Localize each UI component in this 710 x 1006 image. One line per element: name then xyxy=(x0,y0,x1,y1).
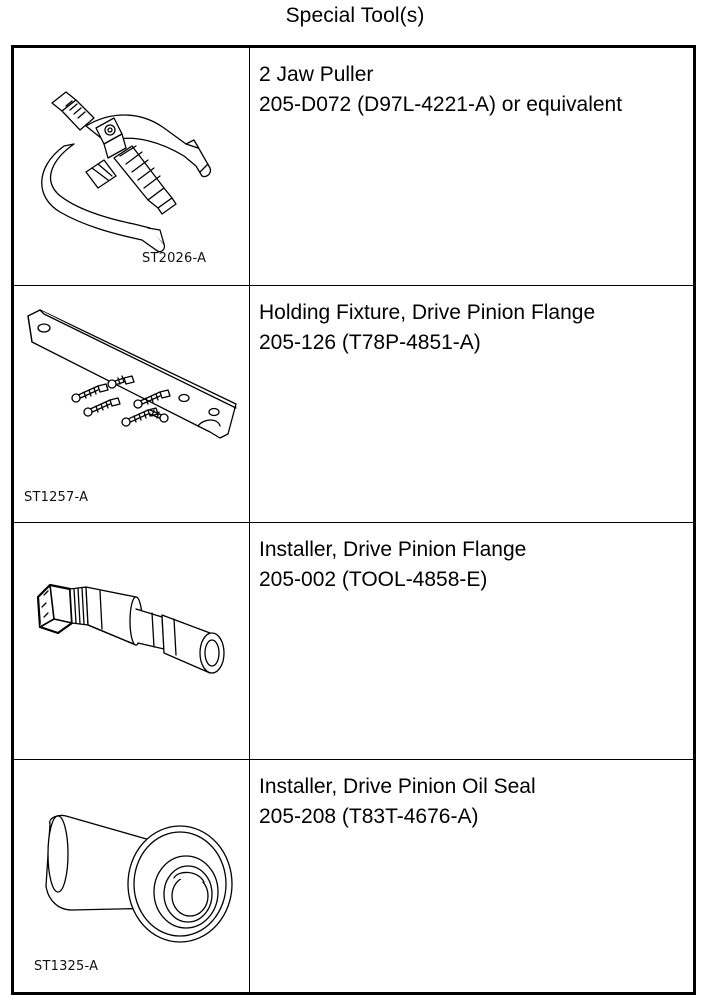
figure-id: ST2026-A xyxy=(142,251,207,266)
tool-part-number: 205-208 (T83T-4676-A) xyxy=(259,805,479,828)
page-title: Special Tool(s) xyxy=(285,4,425,27)
tool-description: Holding Fixture, Drive Pinion Flange 205… xyxy=(259,298,689,358)
holding-fixture-icon xyxy=(27,309,237,439)
table-row: ST1257-A Holding Fixture, Drive Pinion F… xyxy=(14,285,693,522)
special-tools-table: ST2026-A 2 Jaw Puller 205-D072 (D97L-422… xyxy=(11,45,696,995)
tool-description: Installer, Drive Pinion Oil Seal 205-208… xyxy=(259,772,689,832)
tool-part-number: 205-002 (TOOL-4858-E) xyxy=(259,568,488,591)
tool-description: 2 Jaw Puller 205-D072 (D97L-4221-A) or e… xyxy=(259,60,689,120)
tool-image-cell: ST1257-A xyxy=(14,286,250,522)
tool-name: Holding Fixture, Drive Pinion Flange xyxy=(259,301,596,324)
table-row: ST2026-A 2 Jaw Puller 205-D072 (D97L-422… xyxy=(14,48,693,285)
tool-part-number: 205-D072 (D97L-4221-A) or equivalent xyxy=(259,93,623,116)
figure-id: ST1325-A xyxy=(34,959,99,974)
tool-image-cell xyxy=(14,523,250,759)
table-row: Installer, Drive Pinion Flange 205-002 (… xyxy=(14,522,693,759)
two-jaw-puller-icon xyxy=(41,91,212,253)
tool-description: Installer, Drive Pinion Flange 205-002 (… xyxy=(259,535,689,595)
tool-image-cell: ST1325-A xyxy=(14,760,250,992)
table-row: ST1325-A Installer, Drive Pinion Oil Sea… xyxy=(14,759,693,992)
flange-installer-icon xyxy=(36,583,225,674)
tool-part-number: 205-126 (T78P-4851-A) xyxy=(259,331,481,354)
tool-image-cell: ST2026-A xyxy=(14,48,250,285)
figure-id: ST1257-A xyxy=(24,490,89,505)
tool-name: Installer, Drive Pinion Oil Seal xyxy=(259,775,536,798)
oil-seal-installer-icon xyxy=(45,814,233,943)
tool-name: Installer, Drive Pinion Flange xyxy=(259,538,527,561)
tool-name: 2 Jaw Puller xyxy=(259,63,374,86)
